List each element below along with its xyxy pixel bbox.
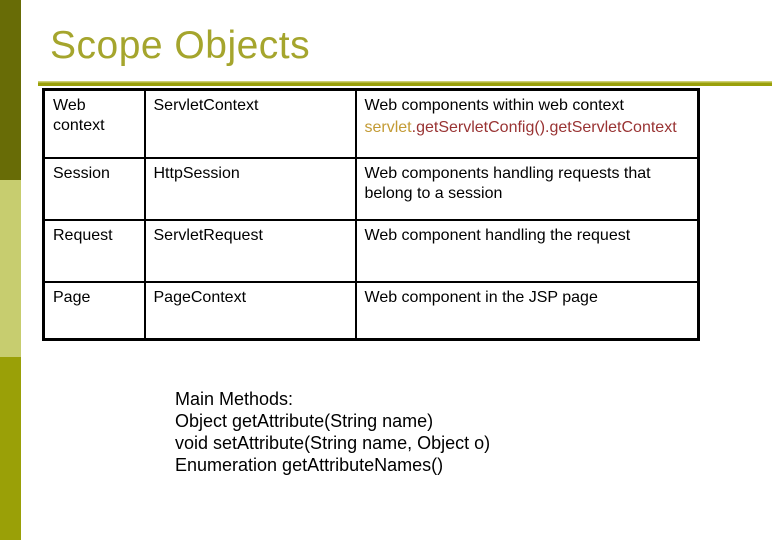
scope-cell: Session — [42, 156, 146, 221]
code-snippet-rest: .getServletConfig().getServletContext — [411, 119, 677, 136]
description-cell: Web component in the JSP page — [354, 280, 700, 341]
description-text: Web components within web context — [364, 97, 624, 114]
scope-cell: Page — [42, 280, 146, 341]
class-cell: PageContext — [143, 280, 357, 341]
code-snippet: servlet.getServletConfig().getServletCon… — [365, 118, 690, 138]
scope-cell: Request — [42, 218, 146, 283]
class-cell: ServletContext — [143, 88, 357, 159]
description-cell: Web components within web context servle… — [354, 88, 700, 159]
class-cell: HttpSession — [143, 156, 357, 221]
class-cell: ServletRequest — [143, 218, 357, 283]
left-accent-bar-olive — [0, 357, 21, 540]
description-cell: Web components handling requests that be… — [354, 156, 700, 221]
method-signature: Enumeration getAttributeNames() — [175, 455, 444, 475]
main-methods-block: Main Methods: Object getAttribute(String… — [175, 388, 605, 476]
slide-title: Scope Objects — [50, 24, 311, 67]
main-methods-heading: Main Methods: — [175, 389, 294, 409]
code-snippet-prefix: servlet — [364, 119, 412, 136]
table-row: Page PageContext Web component in the JS… — [42, 280, 700, 341]
left-accent-bar-light — [0, 180, 21, 357]
method-signature: Object getAttribute(String name) — [175, 411, 434, 431]
left-accent-bar-dark — [0, 0, 21, 180]
scope-cell: Web context — [42, 88, 146, 159]
title-underline — [38, 81, 772, 86]
description-cell: Web component handling the request — [354, 218, 700, 283]
table-row: Web context ServletContext Web component… — [42, 88, 700, 159]
method-signature: void setAttribute(String name, Object o) — [175, 433, 491, 453]
table-row: Request ServletRequest Web component han… — [42, 218, 700, 283]
table-row: Session HttpSession Web components handl… — [42, 156, 700, 221]
scope-objects-table: Web context ServletContext Web component… — [42, 88, 700, 341]
